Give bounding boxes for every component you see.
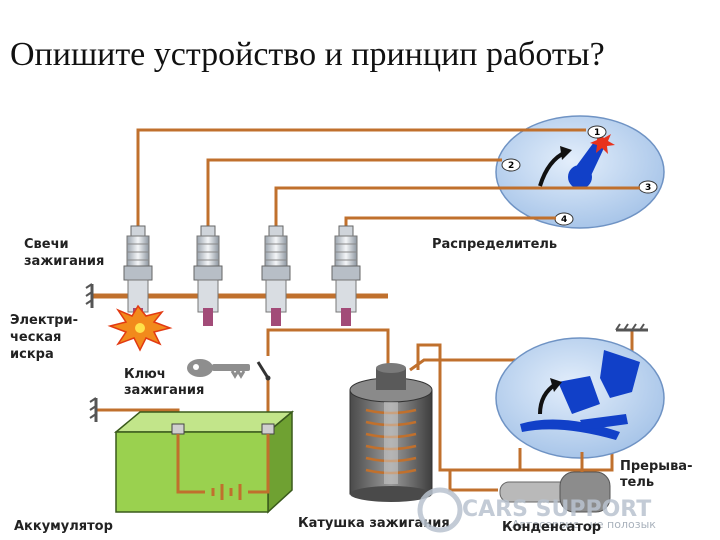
distributor <box>495 115 665 229</box>
watermark: CARS SUPPORT Автосервис - не полозык <box>417 487 656 533</box>
terminal-badges: 1 2 3 4 <box>501 125 658 226</box>
terminal-1-label: 1 <box>594 128 600 138</box>
key-icon <box>187 359 250 379</box>
spark-flash-icon <box>590 132 615 154</box>
watermark-brand: CARS SUPPORT <box>462 497 651 522</box>
label-condenser: Конденсатор <box>502 520 601 535</box>
spark-plug-4 <box>331 225 361 326</box>
ground-symbol-breaker <box>615 323 648 332</box>
condenser <box>499 452 611 513</box>
ignition-key-switch <box>256 361 271 381</box>
label-spark-plugs-line1: Свечи <box>24 237 69 252</box>
watermark-tagline: Автосервис - не полозык <box>512 518 656 531</box>
ignition-coil <box>349 363 433 502</box>
breaker-cam <box>558 376 600 414</box>
breaker-lever <box>600 350 640 398</box>
terminal-4-label: 4 <box>561 215 567 225</box>
terminal-2-label: 2 <box>508 161 514 171</box>
label-spark-line3: искра <box>10 347 54 362</box>
label-ignition-key-line2: зажигания <box>124 383 204 398</box>
label-ignition-key-line1: Ключ <box>124 367 166 382</box>
battery <box>113 410 295 514</box>
page-title: Опишите устройство и принцип работы? <box>10 36 605 73</box>
spark-plug-2 <box>193 225 223 326</box>
label-coil: Катушка зажигания <box>298 516 450 531</box>
label-battery: Аккумулятор <box>14 519 113 534</box>
breaker <box>495 337 665 459</box>
label-spark-plugs-line2: зажигания <box>24 254 104 269</box>
spark-plug-3 <box>261 225 291 326</box>
label-distributor: Распределитель <box>432 237 557 252</box>
terminal-3-label: 3 <box>645 183 651 193</box>
rotor-arm <box>572 142 604 182</box>
label-spark-line2: ческая <box>10 330 61 345</box>
label-breaker-line2: тель <box>620 475 654 490</box>
spark-plugs <box>123 225 361 326</box>
watermark-logo-icon <box>417 487 463 533</box>
label-breaker-line1: Прерыва- <box>620 459 692 474</box>
ground-symbol-battery <box>89 397 98 422</box>
label-spark-line1: Электри- <box>10 313 78 328</box>
